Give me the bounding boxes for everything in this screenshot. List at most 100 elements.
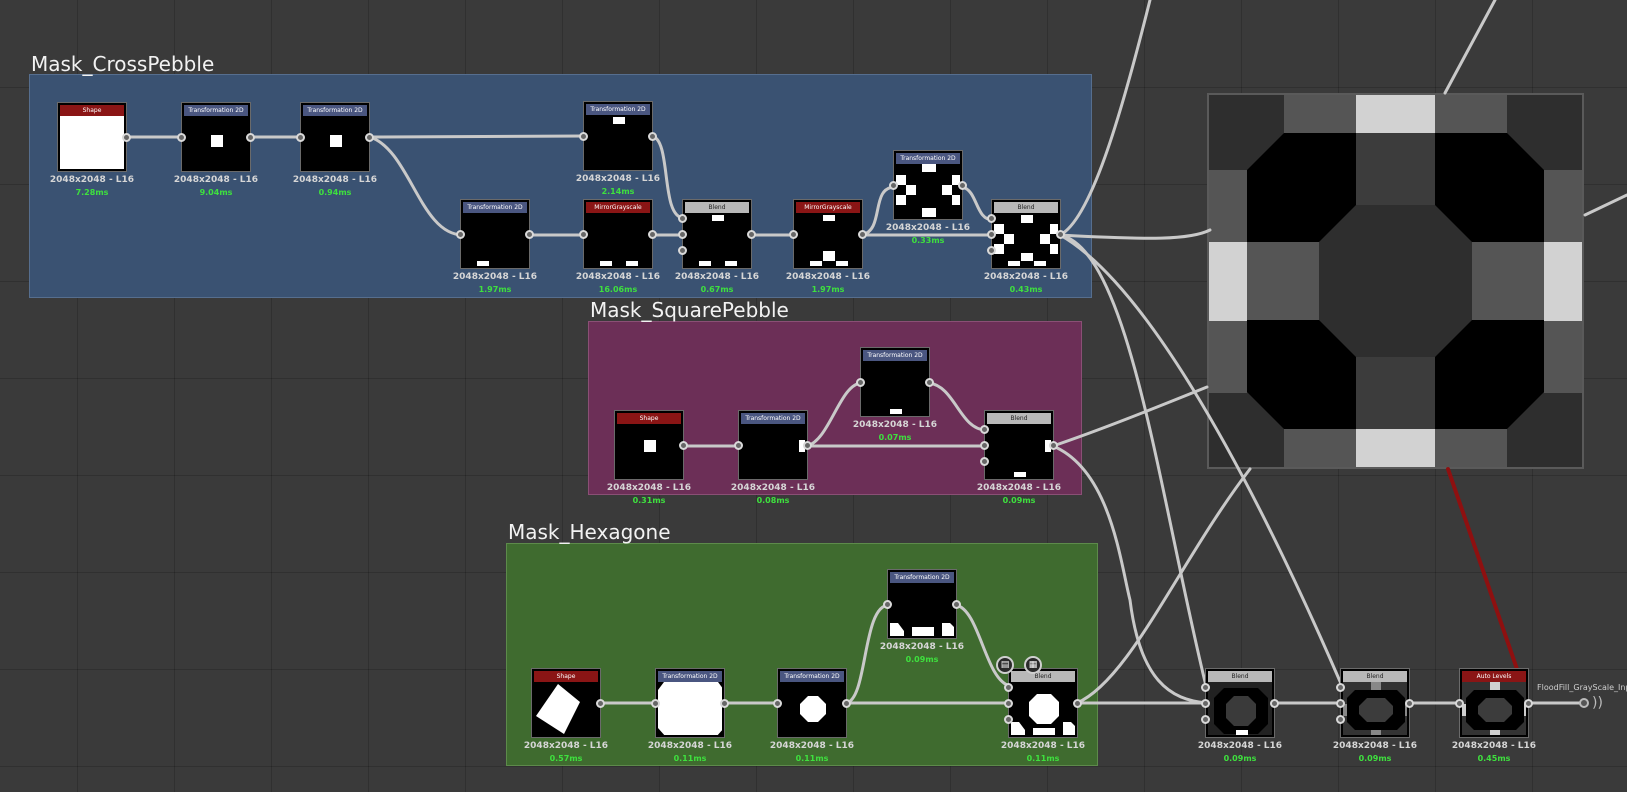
frame-title-squarepebble[interactable]: Mask_SquarePebble [590, 298, 789, 322]
node-resolution: 2048x2048 - L16 [885, 223, 971, 233]
node-resolution: 2048x2048 - L16 [730, 483, 816, 493]
input-port[interactable] [1004, 683, 1013, 692]
node-shape[interactable]: Shape [531, 668, 605, 738]
frame-title-hexagone[interactable]: Mask_Hexagone [508, 520, 671, 544]
input-port[interactable] [980, 441, 989, 450]
input-port[interactable] [883, 600, 892, 609]
node-blend[interactable]: Blend [678, 199, 756, 269]
node-transformation-2d[interactable]: Transformation 2D [883, 569, 961, 639]
output-port[interactable] [1056, 230, 1065, 239]
node-blend[interactable]: Blend [980, 410, 1058, 480]
output-port[interactable] [596, 699, 605, 708]
output-port[interactable] [1524, 699, 1533, 708]
node-header: Transformation 2D [741, 413, 805, 424]
node-transformation-2d[interactable]: Transformation 2D [579, 101, 657, 171]
node-time: 0.07ms [878, 433, 912, 442]
input-port[interactable] [678, 230, 687, 239]
node-transformation-2d[interactable]: Transformation 2D [734, 410, 812, 480]
node-transformation-2d[interactable]: Transformation 2D [773, 668, 851, 738]
input-port[interactable] [651, 699, 660, 708]
input-port[interactable] [856, 378, 865, 387]
node-resolution: 2048x2048 - L16 [647, 741, 733, 751]
node-time: 1.97ms [478, 285, 512, 294]
node-shape[interactable]: Shape [57, 102, 131, 172]
node-transformation-2d[interactable]: Transformation 2D [456, 199, 534, 269]
output-port[interactable] [958, 181, 967, 190]
input-port[interactable] [177, 133, 186, 142]
node-blend[interactable]: Blend [987, 199, 1065, 269]
node-transformation-2d[interactable]: Transformation 2D [651, 668, 729, 738]
node-resolution: 2048x2048 - L16 [785, 272, 871, 282]
output-port[interactable] [720, 699, 729, 708]
input-port[interactable] [296, 133, 305, 142]
input-port[interactable] [1004, 699, 1013, 708]
output-port[interactable] [925, 378, 934, 387]
input-port[interactable] [889, 181, 898, 190]
output-port[interactable] [1073, 699, 1082, 708]
input-port[interactable] [678, 246, 687, 255]
output-port[interactable] [679, 441, 688, 450]
node-header: Transformation 2D [890, 572, 954, 583]
node-header: Transformation 2D [303, 105, 367, 116]
node-time: 0.43ms [1009, 285, 1043, 294]
output-port[interactable] [365, 133, 374, 142]
input-port[interactable] [1201, 715, 1210, 724]
checker-icon[interactable]: ▦ [1024, 656, 1042, 674]
input-port[interactable] [987, 246, 996, 255]
output-port[interactable] [246, 133, 255, 142]
input-port[interactable] [456, 230, 465, 239]
input-port[interactable] [1336, 699, 1345, 708]
node-resolution: 2048x2048 - L16 [879, 642, 965, 652]
input-port[interactable] [980, 457, 989, 466]
output-port[interactable] [648, 230, 657, 239]
input-port[interactable] [734, 441, 743, 450]
image-preview[interactable] [1207, 93, 1584, 469]
output-port[interactable] [1405, 699, 1414, 708]
node-time: 7.28ms [75, 188, 109, 197]
input-port[interactable] [1201, 699, 1210, 708]
output-node-label[interactable]: FloodFill_GrayScale_Inpu [1537, 683, 1627, 692]
output-port[interactable] [952, 600, 961, 609]
input-port[interactable] [980, 425, 989, 434]
output-port[interactable] [122, 133, 131, 142]
output-port[interactable] [1049, 441, 1058, 450]
input-port[interactable] [773, 699, 782, 708]
output-port[interactable] [1270, 699, 1279, 708]
input-port[interactable] [987, 214, 996, 223]
input-port[interactable] [1336, 683, 1345, 692]
input-port[interactable] [1336, 715, 1345, 724]
input-port[interactable] [579, 132, 588, 141]
frame-title-crosspebble[interactable]: Mask_CrossPebble [31, 52, 215, 76]
node-thumbnail [1208, 682, 1272, 735]
document-icon[interactable]: ▤ [996, 656, 1014, 674]
input-port[interactable] [1455, 699, 1464, 708]
node-mirrorgrayscale[interactable]: MirrorGrayscale [789, 199, 867, 269]
node-mirrorgrayscale[interactable]: MirrorGrayscale [579, 199, 657, 269]
node-time: 0.09ms [1358, 754, 1392, 763]
node-shape[interactable]: Shape [614, 410, 688, 480]
output-port[interactable] [803, 441, 812, 450]
output-port[interactable] [858, 230, 867, 239]
output-port[interactable] [525, 230, 534, 239]
node-transformation-2d[interactable]: Transformation 2D [296, 102, 374, 172]
input-port[interactable] [1201, 683, 1210, 692]
input-port[interactable] [1004, 715, 1013, 724]
output-port[interactable] [842, 699, 851, 708]
output-port[interactable] [648, 132, 657, 141]
input-port[interactable] [789, 230, 798, 239]
node-time: 0.11ms [673, 754, 707, 763]
input-port[interactable] [579, 230, 588, 239]
node-blend[interactable]: Blend [1336, 668, 1414, 738]
node-transformation-2d[interactable]: Transformation 2D [856, 347, 934, 417]
input-port[interactable] [987, 230, 996, 239]
node-header: Blend [1343, 671, 1407, 682]
node-blend[interactable]: Blend [1201, 668, 1279, 738]
output-port[interactable] [747, 230, 756, 239]
node-auto-levels[interactable]: Auto Levels [1455, 668, 1533, 738]
output-port-icon[interactable] [1579, 698, 1589, 708]
node-blend[interactable]: Blend [1004, 668, 1082, 738]
node-thumbnail [1343, 682, 1407, 735]
input-port[interactable] [678, 214, 687, 223]
node-transformation-2d[interactable]: Transformation 2D [889, 150, 967, 220]
node-transformation-2d[interactable]: Transformation 2D [177, 102, 255, 172]
